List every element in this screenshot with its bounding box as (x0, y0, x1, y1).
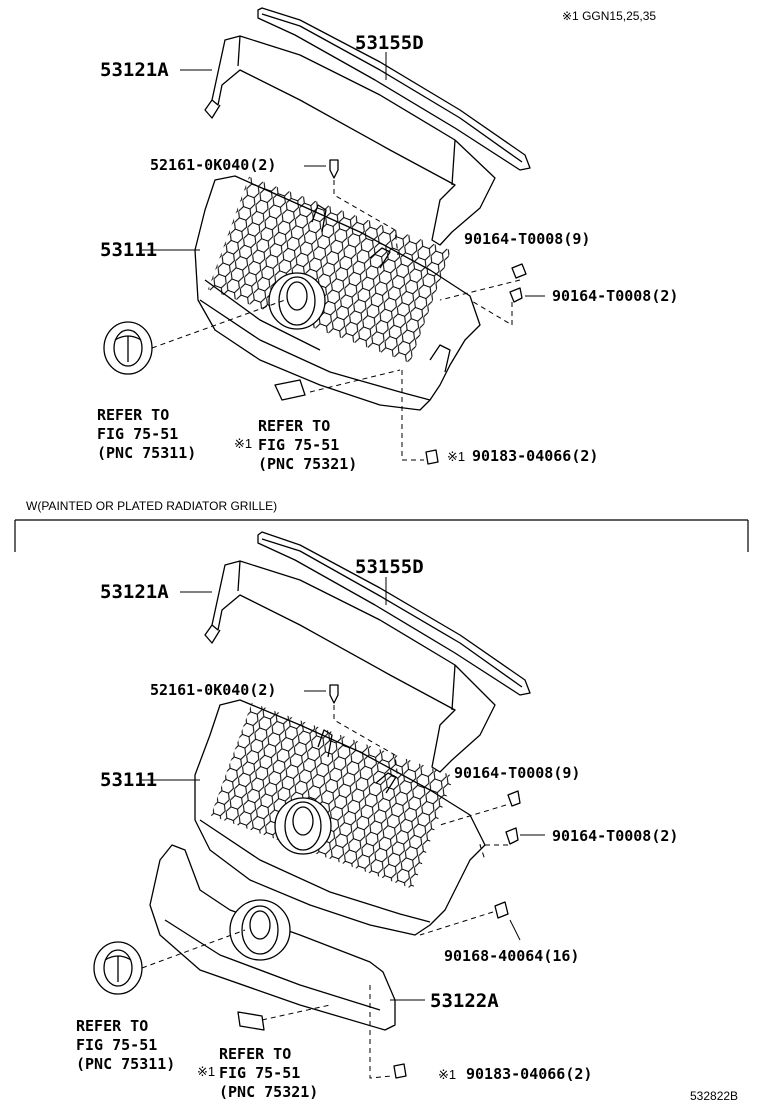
refer-badge-bottom: REFER TO FIG 75-51 (PNC 75321) (219, 1045, 318, 1102)
refer-line: FIG 75-51 (219, 1064, 301, 1082)
moulding-strip-top (257, 7, 531, 171)
nut-90183-bottom (393, 1063, 407, 1079)
refer-line: FIG 75-51 (97, 425, 179, 443)
refer-line: FIG 75-51 (76, 1036, 158, 1054)
label-53111-top: 53111 (100, 239, 158, 261)
screw-90168-bottom (494, 901, 509, 919)
clip-52161-bottom (329, 684, 339, 704)
refer-emblem-top: REFER TO FIG 75-51 (PNC 75311) (97, 406, 196, 463)
screw-2-bottom (505, 827, 519, 845)
label-53121a-top: 53121A (100, 59, 169, 81)
label-53155d-top: 53155D (355, 32, 424, 54)
refer-line: REFER TO (76, 1017, 149, 1035)
refer-line: REFER TO (219, 1045, 292, 1063)
label-53121a-bottom: 53121A (100, 581, 169, 603)
refer-line: (PNC 75311) (97, 444, 197, 462)
upper-trim-top (211, 35, 496, 246)
screw-9-bottom (507, 790, 521, 807)
label-53111-bottom: 53111 (100, 769, 158, 791)
dashed-leaders (141, 180, 521, 1079)
refer-badge-top: REFER TO FIG 75-51 (PNC 75321) (258, 417, 357, 474)
label-90183-bottom: 90183-04066(2) (466, 1065, 593, 1083)
leader-lines (142, 52, 545, 1001)
section-header: W(PAINTED OR PLATED RADIATOR GRILLE) (26, 499, 278, 513)
lower-grille-bottom (149, 844, 396, 1031)
label-90183-top-mark: ※1 (447, 448, 465, 465)
refer-line: (PNC 75311) (76, 1055, 176, 1073)
diagram-number: 532822B (690, 1089, 739, 1103)
label-90183-top: 90183-04066(2) (472, 447, 599, 465)
moulding-strip-bottom (257, 531, 531, 696)
refer-badge-top-mark: ※1 (234, 436, 253, 451)
label-52161-bottom: 52161-0K040(2) (150, 681, 277, 699)
screw-9-top (511, 263, 527, 279)
badge-bottom (237, 1011, 265, 1031)
refer-emblem-bottom: REFER TO FIG 75-51 (PNC 75311) (76, 1017, 175, 1074)
refer-badge-bottom-mark: ※1 (197, 1064, 216, 1079)
label-53155d-bottom: 53155D (355, 556, 424, 578)
badge-top (274, 379, 306, 401)
clip-52161-top (329, 159, 339, 179)
label-53122a-bottom: 53122A (430, 990, 499, 1012)
refer-line: REFER TO (97, 406, 170, 424)
refer-line: REFER TO (258, 417, 331, 435)
refer-line: (PNC 75321) (219, 1083, 319, 1101)
label-90164-2-bottom: 90164-T0008(2) (552, 827, 679, 845)
refer-line: (PNC 75321) (258, 455, 358, 473)
label-52161-top: 52161-0K040(2) (150, 156, 277, 174)
footnote-mark: ※1 (438, 1067, 457, 1082)
footnote-legend: ※1 GGN15,25,35 (562, 9, 657, 23)
footnote-mark: ※1 (447, 449, 466, 464)
label-90183-bottom-mark: ※1 (438, 1066, 456, 1083)
label-90164-9-top: 90164-T0008(9) (464, 230, 591, 248)
nut-90183-top (425, 449, 439, 465)
label-90164-9-bottom: 90164-T0008(9) (454, 764, 581, 782)
label-90164-2-top: 90164-T0008(2) (552, 287, 679, 305)
screw-2-top (509, 287, 523, 303)
label-90168-bottom: 90168-40064(16) (444, 947, 580, 965)
section-bracket (14, 519, 749, 552)
refer-line: FIG 75-51 (258, 436, 340, 454)
